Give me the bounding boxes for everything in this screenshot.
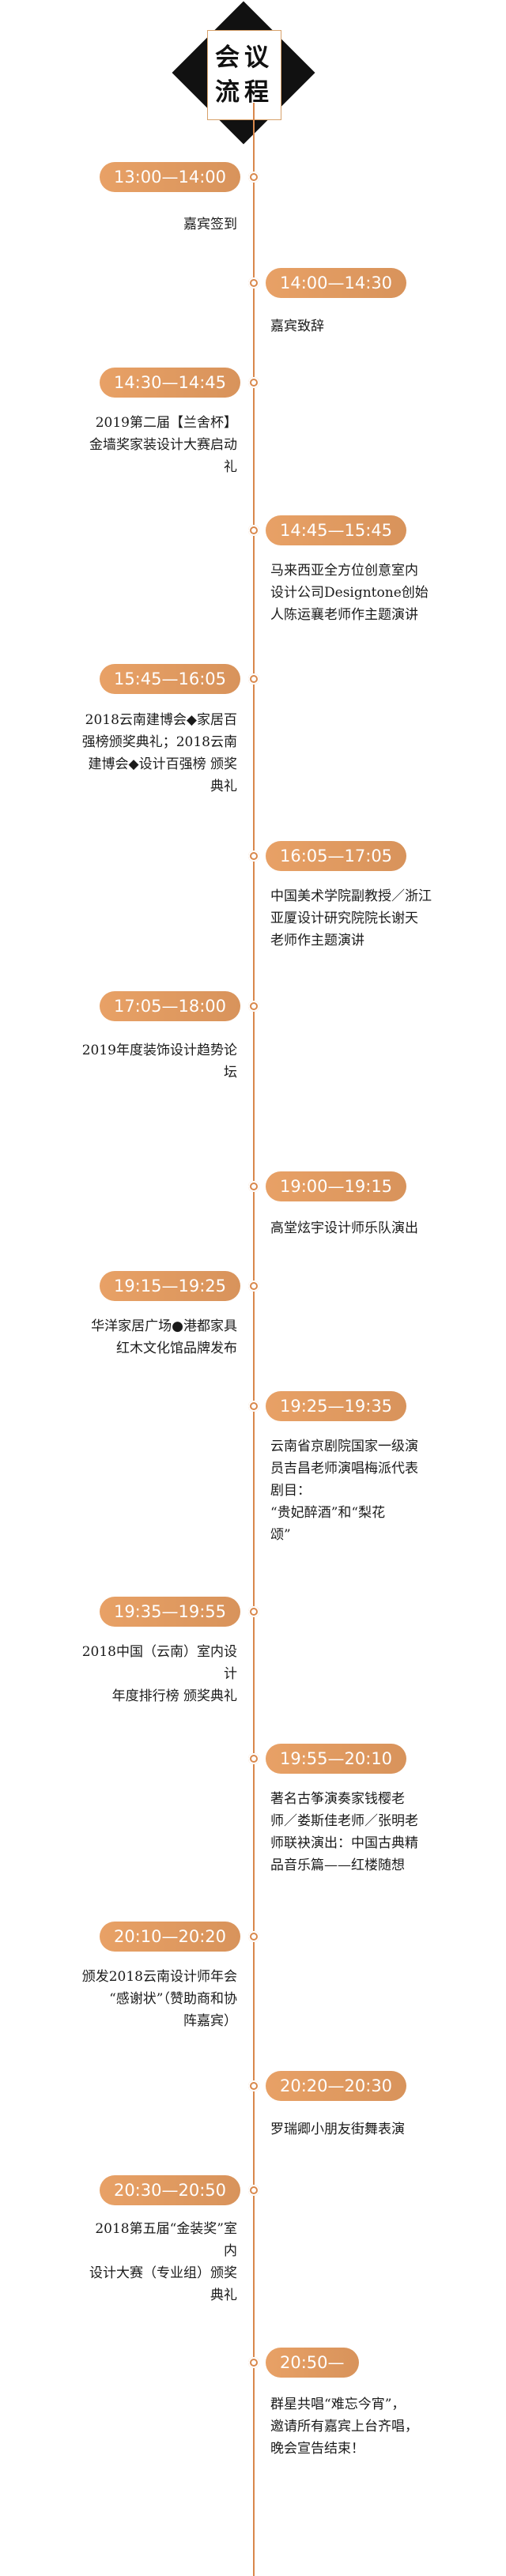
description-line: 2018中国（云南）室内设 [81,1644,237,1660]
event-description: 马来西亚全方位创意室内设计公司Designtone创始人陈运襄老师作主题演讲 [270,560,429,626]
event-description: 颁发2018云南设计师年会 “感谢状”（赞助商和协阵嘉宾） [82,1966,237,2032]
description-line: 颂” [270,1527,291,1543]
description-line: 2018云南建博会◆家居百 [85,712,237,728]
description-line: 嘉宾致辞 [270,319,324,334]
timeline-dot [248,1401,259,1412]
description-line: 亚厦设计研究院院长谢天 [270,911,418,926]
description-line: 设计大赛（专业组）颁奖 [89,2265,237,2281]
time-pill: 14:00—14:30 [266,268,407,298]
timeline-dot [248,172,259,183]
event-description: 著名古筝演奏家钱樱老师／娄斯佳老师／张明老师联袂演出：中国古典精品音乐篇——红楼… [270,1788,418,1876]
timeline-dot [248,277,259,289]
event-description: 2018云南建博会◆家居百强榜颁奖典礼；2018云南建博会◆设计百强榜 颁奖典礼 [82,709,237,798]
time-pill: 16:05—17:05 [266,841,407,871]
description-line: 设计公司Designtone创始 [270,585,429,601]
event-description: 嘉宾致辞 [270,315,324,338]
description-line: 师／娄斯佳老师／张明老 [270,1813,418,1829]
description-line: 著名古筝演奏家钱樱老 [270,1791,405,1807]
event-description: 嘉宾签到 [183,213,237,236]
event-description: 2019年度装饰设计趋势论坛 [82,1039,237,1084]
description-line: 坛 [224,1065,237,1081]
description-line: 马来西亚全方位创意室内 [270,563,418,579]
time-pill: 15:45—16:05 [99,664,240,694]
description-line: 计 [224,1666,237,1682]
description-line: 剧目： [270,1483,311,1499]
time-pill: 14:30—14:45 [99,368,240,398]
timeline-dot [248,850,259,862]
event-description: 2019第二届【兰舍杯】金墙奖家装设计大赛启动礼 [89,412,237,478]
time-pill: 19:25—19:35 [266,1391,407,1421]
timeline-dot [248,673,259,685]
description-line: “感谢状”（赞助商和协 [109,1991,237,2007]
event-description: 华洋家居广场●港都家具红木文化馆品牌发布 [91,1315,237,1360]
event-description: 2018中国（云南）室内设计年度排行榜 颁奖典礼 [82,1641,237,1707]
description-line: 邀请所有嘉宾上台齐唱， [270,2419,418,2435]
description-line: 金墙奖家装设计大赛启动 [89,437,237,453]
description-line: 华洋家居广场●港都家具 [91,1318,237,1334]
time-pill: 14:45—15:45 [266,515,407,545]
description-line: 2019第二届【兰舍杯】 [95,415,237,431]
time-pill: 20:50— [266,2348,359,2378]
description-line: 中国美术学院副教授／浙江 [270,888,432,904]
time-pill: 19:35—19:55 [99,1597,240,1627]
description-line: 红木文化馆品牌发布 [116,1341,237,1356]
header-title-line2: 流程 [215,78,274,107]
description-line: “贵妃醉酒”和“梨花 [270,1505,386,1521]
timeline-dot [248,1280,259,1292]
description-line: 年度排行榜 颁奖典礼 [111,1688,237,1704]
time-pill: 17:05—18:00 [99,991,240,1021]
description-line: 礼 [224,459,237,475]
description-line: 罗瑞卿小朋友街舞表演 [270,2122,405,2137]
time-pill: 20:20—20:30 [266,2071,407,2101]
header-title-line1: 会议 [215,43,274,72]
description-line: 人陈运襄老师作主题演讲 [270,607,418,623]
timeline-dot [248,1606,259,1617]
timeline-dot [248,1931,259,1942]
description-line: 颁发2018云南设计师年会 [81,1969,237,1985]
description-line: 内 [224,2243,237,2259]
description-line: 典礼 [210,2287,237,2303]
timeline-dot [248,377,259,388]
timeline-dot [248,1753,259,1764]
description-line: 建博会◆设计百强榜 颁奖 [88,756,237,772]
description-line: 品音乐篇——红楼随想 [270,1858,405,1873]
description-line: 阵嘉宾） [183,2013,237,2029]
description-line: 2019年度装饰设计趋势论 [81,1043,237,1058]
time-pill: 19:00—19:15 [266,1171,407,1201]
event-description: 罗瑞卿小朋友街舞表演 [270,2118,405,2140]
description-line: 2018第五届“金装奖”室 [95,2221,237,2237]
timeline-dot [248,525,259,536]
description-line: 高堂炫宇设计师乐队演出 [270,1220,418,1236]
description-line: 嘉宾签到 [183,217,237,232]
timeline-line [253,103,255,2576]
time-pill: 13:00—14:00 [99,162,240,192]
timeline-dot [248,1181,259,1192]
event-description: 2018第五届“金装奖”室内设计大赛（专业组）颁奖典礼 [89,2218,237,2306]
time-pill: 19:15—19:25 [99,1271,240,1301]
time-pill: 20:10—20:20 [99,1922,240,1952]
description-line: 强榜颁奖典礼；2018云南 [81,734,237,750]
timeline-dot [248,2185,259,2196]
description-line: 晚会宣告结束！ [270,2441,364,2457]
timeline-dot [248,1001,259,1012]
description-line: 典礼 [210,779,237,794]
header-title-box: 会议 流程 [207,30,281,120]
event-description: 高堂炫宇设计师乐队演出 [270,1217,418,1239]
timeline-dot [248,2357,259,2368]
description-line: 群星共唱“难忘今宵”， [270,2397,406,2412]
description-line: 员吉昌老师演唱梅派代表 [270,1461,418,1477]
event-description: 云南省京剧院国家一级演员吉昌老师演唱梅派代表剧目： “贵妃醉酒”和“梨花颂” [270,1435,418,1546]
timeline-dot [248,2080,259,2091]
event-description: 群星共唱“难忘今宵”， 邀请所有嘉宾上台齐唱， 晚会宣告结束！ [270,2393,418,2460]
description-line: 老师作主题演讲 [270,933,364,949]
event-description: 中国美术学院副教授／浙江亚厦设计研究院院长谢天老师作主题演讲 [270,885,432,952]
time-pill: 19:55—20:10 [266,1744,407,1774]
description-line: 师联袂演出：中国古典精 [270,1835,418,1851]
description-line: 云南省京剧院国家一级演 [270,1439,418,1454]
time-pill: 20:30—20:50 [99,2175,240,2205]
